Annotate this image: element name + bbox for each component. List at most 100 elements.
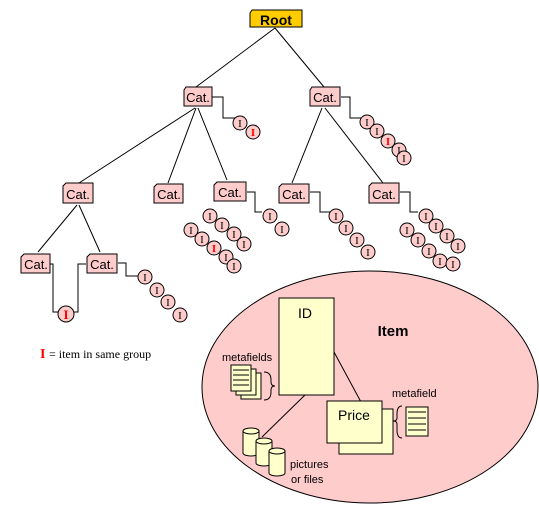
item-node — [57, 305, 75, 323]
item-node — [183, 222, 199, 238]
svg-text:I: I — [280, 224, 284, 236]
svg-text:I: I — [375, 126, 379, 138]
category-node: Cat. — [62, 182, 94, 204]
metafield-icon — [392, 405, 429, 439]
item-node — [369, 123, 385, 139]
pictures-label: pictures — [290, 459, 329, 471]
svg-text:I: I — [143, 272, 147, 284]
item-node — [149, 282, 165, 298]
item-title: Item — [378, 323, 409, 340]
item-node — [172, 307, 188, 323]
svg-text:I: I — [438, 256, 442, 268]
svg-text:I: I — [402, 153, 406, 165]
svg-text:I: I — [366, 247, 370, 259]
item-group — [183, 208, 252, 274]
item-node — [421, 243, 437, 259]
item-node — [396, 150, 412, 166]
category-node: Cat. — [278, 183, 310, 204]
item-markers: I I I I I I I I I I I I I I I I I I I I … — [63, 117, 460, 322]
svg-text:I: I — [178, 310, 182, 322]
item-group — [399, 208, 466, 272]
item-node — [450, 238, 466, 254]
category-node: Cat. — [86, 253, 118, 274]
svg-text:I: I — [386, 136, 390, 148]
item-node — [232, 115, 248, 131]
svg-text:I: I — [434, 221, 438, 233]
item-detail: Item ID Price metafields metafield — [201, 270, 539, 504]
category-label: Cat. — [24, 257, 48, 272]
svg-text:I: I — [344, 223, 348, 235]
svg-text:I: I — [238, 118, 242, 130]
item-node — [418, 208, 434, 224]
item-node — [410, 232, 426, 248]
metafields-label: metafields — [222, 352, 273, 364]
svg-text:I: I — [427, 246, 431, 258]
tree-connectors — [37, 27, 418, 313]
item-node — [380, 133, 396, 149]
item-node — [226, 258, 242, 274]
item-node — [137, 269, 153, 285]
item-node — [194, 231, 210, 247]
svg-text:I: I — [405, 225, 409, 237]
item-node — [236, 236, 252, 252]
item-group — [359, 114, 412, 166]
metafield-label: metafield — [392, 388, 437, 400]
category-label: Cat. — [66, 187, 90, 202]
database-icon — [242, 427, 286, 477]
svg-text:I: I — [251, 127, 255, 139]
svg-text:I: I — [456, 241, 460, 253]
svg-text:I: I — [242, 239, 246, 251]
svg-text:I: I — [224, 252, 228, 264]
metafields-icon — [230, 364, 276, 401]
category-label: Cat. — [186, 90, 210, 105]
item-node — [445, 256, 461, 272]
item-node — [328, 208, 344, 224]
category-node: Cat. — [213, 181, 247, 202]
price-label: Price — [338, 407, 370, 423]
item-node — [202, 208, 218, 224]
item-node — [338, 220, 354, 236]
item-group — [57, 305, 75, 323]
root-node: Root — [249, 9, 303, 28]
category-label: Cat. — [372, 187, 396, 202]
svg-text:I: I — [232, 261, 236, 273]
svg-text:I: I — [189, 225, 193, 237]
svg-text:I: I — [232, 229, 236, 241]
svg-text:I: I — [200, 234, 204, 246]
files-label: or files — [291, 474, 324, 486]
category-node: Cat. — [20, 253, 51, 274]
root-label: Root — [260, 12, 292, 28]
category-node: Cat. — [309, 86, 341, 107]
svg-text:I: I — [212, 243, 216, 255]
item-group — [137, 269, 188, 323]
item-group — [232, 115, 261, 140]
item-node — [359, 114, 375, 130]
item-node — [360, 244, 376, 260]
category-label: Cat. — [282, 187, 306, 202]
item-node — [262, 208, 278, 224]
category-node: Cat. — [183, 86, 213, 107]
svg-text:I: I — [397, 145, 401, 157]
id-box — [278, 297, 335, 396]
svg-text:I: I — [208, 211, 212, 223]
item-node — [214, 217, 230, 233]
svg-text:I: I — [355, 235, 359, 247]
svg-text:I: I — [268, 211, 272, 223]
legend-text: = item in same group — [49, 347, 151, 361]
category-label: Cat. — [218, 185, 242, 200]
item-node — [439, 228, 455, 244]
category-label: Cat. — [90, 257, 114, 272]
svg-text:I: I — [424, 211, 428, 223]
legend-marker: I — [40, 347, 45, 362]
svg-text:I: I — [155, 285, 159, 297]
svg-text:I: I — [451, 259, 455, 271]
svg-text:I: I — [166, 297, 170, 309]
item-node — [428, 218, 444, 234]
item-node — [245, 124, 261, 140]
svg-text:I: I — [416, 235, 420, 247]
svg-text:I: I — [445, 231, 449, 243]
category-node: Cat. — [153, 183, 184, 204]
category-label: Cat. — [157, 187, 181, 202]
item-node — [349, 232, 365, 248]
